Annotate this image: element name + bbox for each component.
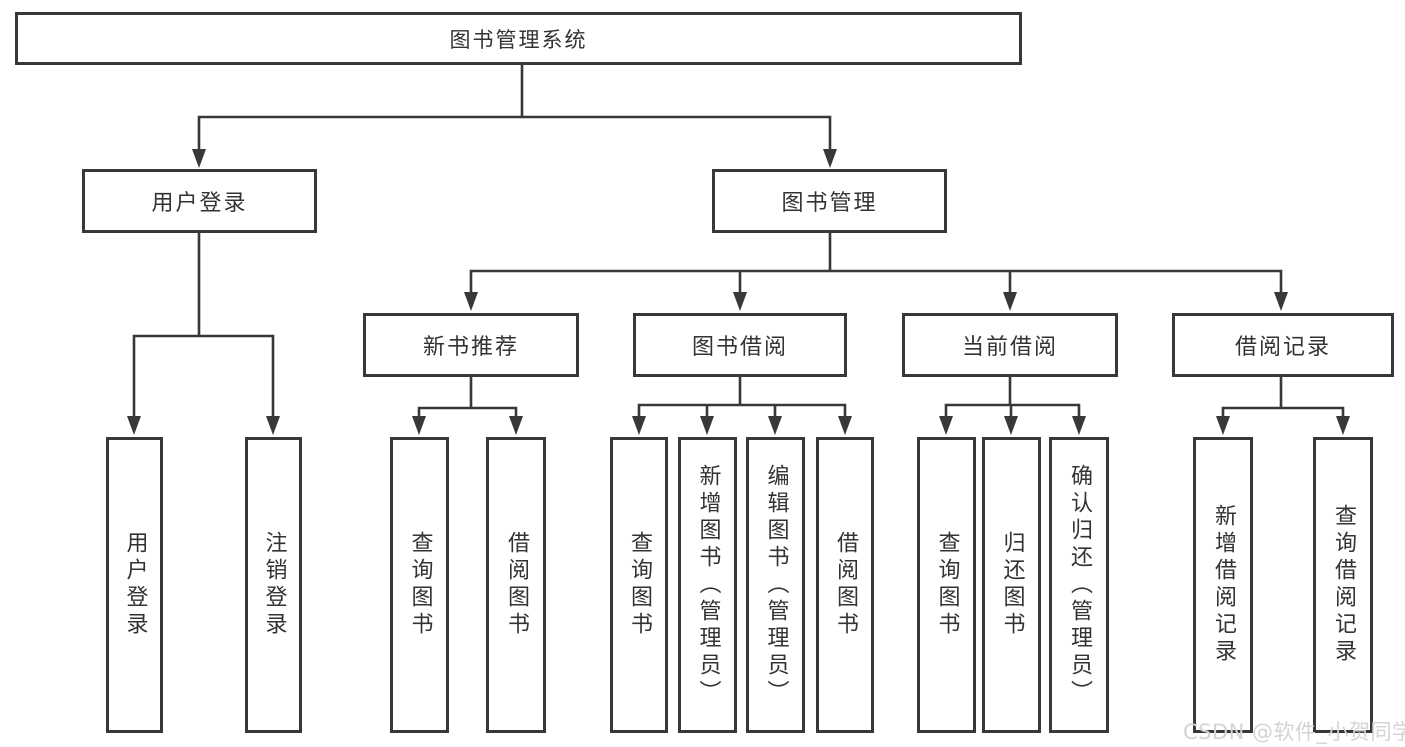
node-book-borrowing: 图书借阅 — [633, 313, 847, 377]
node-label: 图书借阅 — [691, 335, 788, 360]
node-user-login: 用户登录 — [82, 169, 317, 233]
node-new-book-recommendation: 新书推荐 — [363, 313, 579, 377]
node-label: 新增借阅记录 — [1211, 504, 1236, 666]
node-leaf-query-books-current: 查询图书 — [917, 437, 976, 733]
arrowhead-down-icon — [1004, 416, 1018, 435]
node-leaf-user-login: 用户登录 — [106, 437, 163, 733]
arrowhead-down-icon — [1216, 416, 1230, 435]
edge-current-borrow-to-children — [944, 375, 1081, 420]
node-label: 查询图书 — [934, 531, 960, 639]
arrowhead-down-icon — [1003, 292, 1017, 311]
arrowhead-down-icon — [509, 416, 523, 435]
arrowhead-down-icon — [266, 416, 280, 435]
node-label: 借阅图书 — [833, 531, 858, 639]
edge-borrow-record-to-children — [1221, 375, 1345, 420]
arrowhead-down-icon — [733, 292, 747, 311]
arrowhead-down-icon — [823, 149, 837, 168]
node-leaf-query-borrow-record: 查询借阅记录 — [1313, 437, 1373, 733]
arrowhead-down-icon — [1072, 416, 1086, 435]
node-label: 查询图书 — [627, 531, 652, 639]
arrowhead-down-icon — [192, 149, 206, 168]
arrowhead-down-icon — [768, 416, 782, 435]
edge-root-to-level2 — [197, 63, 832, 153]
node-label: 归还图书 — [999, 531, 1025, 639]
node-label: 借阅记录 — [1234, 335, 1331, 360]
csdn-watermark: CSDN @软件_小贺同学 — [1183, 720, 1405, 744]
edge-new-book-rec-to-children — [417, 375, 518, 420]
node-leaf-return-books: 归还图书 — [982, 437, 1041, 733]
node-label: 查询图书 — [407, 531, 433, 639]
node-library-management-system: 图书管理系统 — [15, 12, 1022, 65]
node-label: 用户登录 — [151, 191, 248, 216]
arrowhead-down-icon — [939, 416, 953, 435]
edge-book-borrow-to-children — [637, 375, 847, 420]
arrowhead-down-icon — [464, 292, 478, 311]
node-label: 新增图书（管理员） — [695, 463, 721, 707]
edge-book-management-to-level3 — [469, 231, 1283, 296]
arrowhead-down-icon — [412, 416, 426, 435]
node-leaf-edit-book-admin: 编辑图书（管理员） — [746, 437, 805, 733]
node-book-management: 图书管理 — [712, 169, 947, 233]
node-label: 图书管理 — [781, 191, 878, 216]
node-leaf-borrow-books: 借阅图书 — [816, 437, 874, 733]
arrowhead-down-icon — [700, 416, 714, 435]
node-leaf-add-book-admin: 新增图书（管理员） — [678, 437, 737, 733]
node-label: 用户登录 — [122, 531, 148, 639]
node-leaf-query-books-rec: 查询图书 — [390, 437, 449, 733]
node-leaf-borrow-books-rec: 借阅图书 — [486, 437, 546, 733]
node-label: 当前借阅 — [961, 335, 1058, 360]
node-label: 确认归还（管理员） — [1067, 463, 1092, 707]
node-label: 借阅图书 — [504, 531, 529, 639]
edge-user-login-to-children — [132, 231, 275, 420]
node-label: 编辑图书（管理员） — [763, 463, 789, 707]
arrowhead-down-icon — [127, 416, 141, 435]
node-leaf-query-books-borrow: 查询图书 — [610, 437, 668, 733]
node-label: 新书推荐 — [422, 335, 519, 360]
node-borrowing-records: 借阅记录 — [1172, 313, 1394, 377]
arrowhead-down-icon — [1274, 292, 1288, 311]
node-current-borrowing: 当前借阅 — [902, 313, 1118, 377]
arrowhead-down-icon — [838, 416, 852, 435]
arrowhead-down-icon — [632, 416, 646, 435]
node-leaf-add-borrow-record: 新增借阅记录 — [1193, 437, 1253, 733]
node-leaf-logout: 注销登录 — [245, 437, 302, 733]
arrowhead-down-icon — [1336, 416, 1350, 435]
node-leaf-confirm-return-admin: 确认归还（管理员） — [1049, 437, 1109, 733]
node-label: 查询借阅记录 — [1331, 504, 1356, 666]
node-label: 图书管理系统 — [449, 27, 588, 52]
node-label: 注销登录 — [261, 531, 287, 639]
